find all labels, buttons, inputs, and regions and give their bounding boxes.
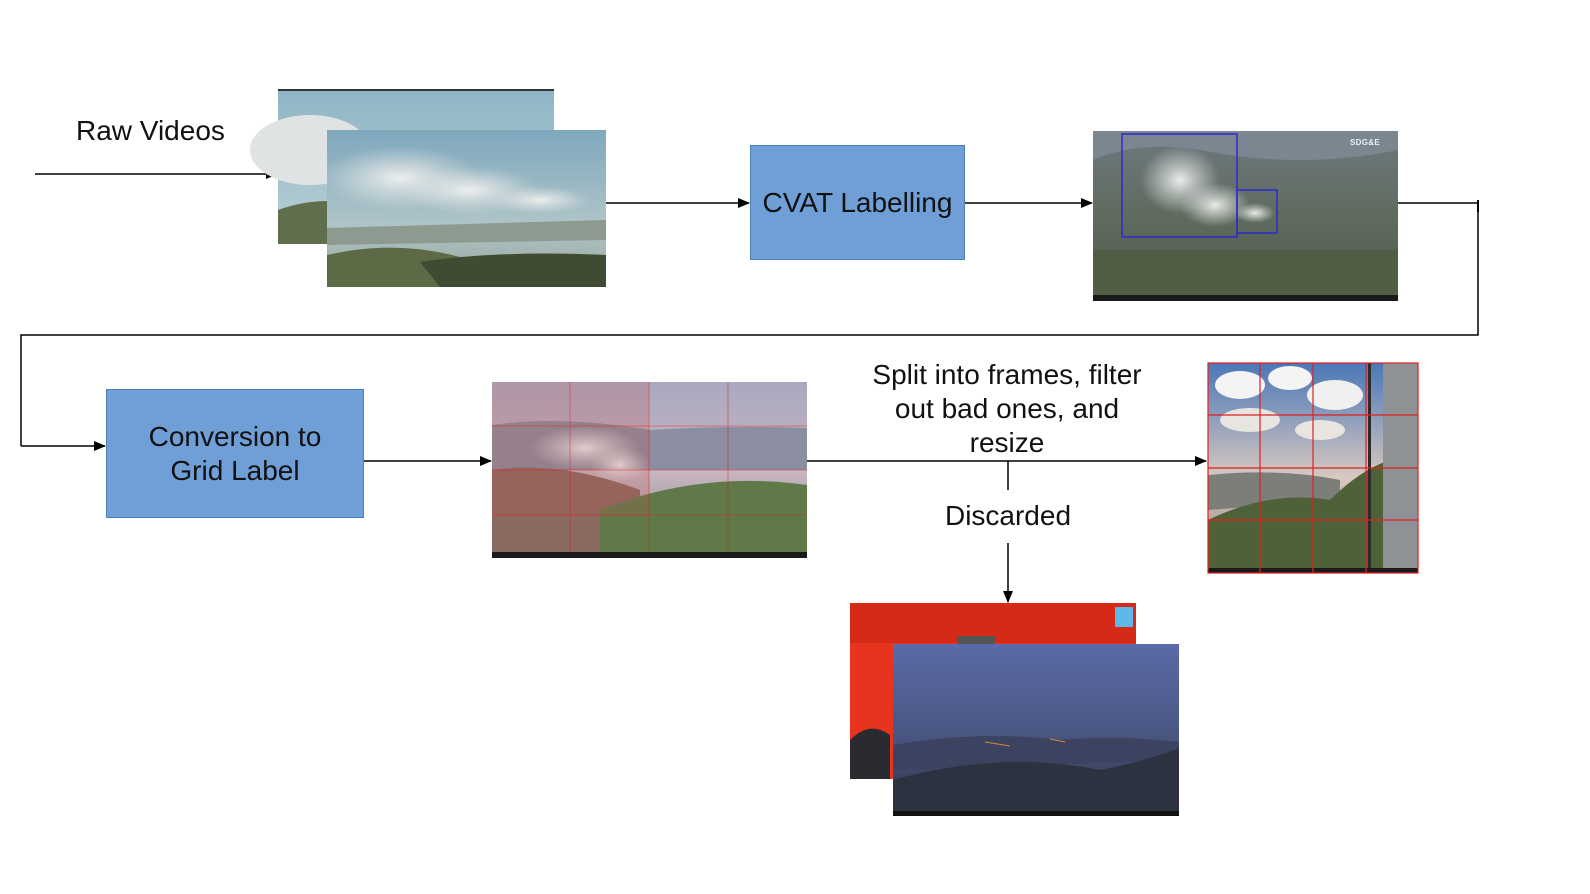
grid-conversion-label: Conversion to Grid Label xyxy=(148,420,322,486)
cvat-labelling-box: CVAT Labelling xyxy=(750,145,965,260)
output-frame xyxy=(1207,362,1419,574)
raw-videos-label: Raw Videos xyxy=(76,115,225,146)
cvat-labelling-label: CVAT Labelling xyxy=(762,186,953,218)
discarded-frame-front xyxy=(893,644,1179,816)
connector-wraparound xyxy=(20,200,1479,451)
raw-video-frame-front xyxy=(320,130,606,287)
bbox-large xyxy=(1121,133,1238,238)
bbox-small xyxy=(1236,189,1278,234)
camera-brand-logo: SDG&E xyxy=(1350,138,1380,147)
grid-conversion-box: Conversion to Grid Label xyxy=(106,389,364,518)
split-frames-label: Split into frames, filter out bad ones, … xyxy=(872,359,1142,458)
grid-labelled-frame xyxy=(492,382,807,558)
labelled-frame xyxy=(1093,131,1398,301)
discarded-label: Discarded xyxy=(944,500,1072,531)
